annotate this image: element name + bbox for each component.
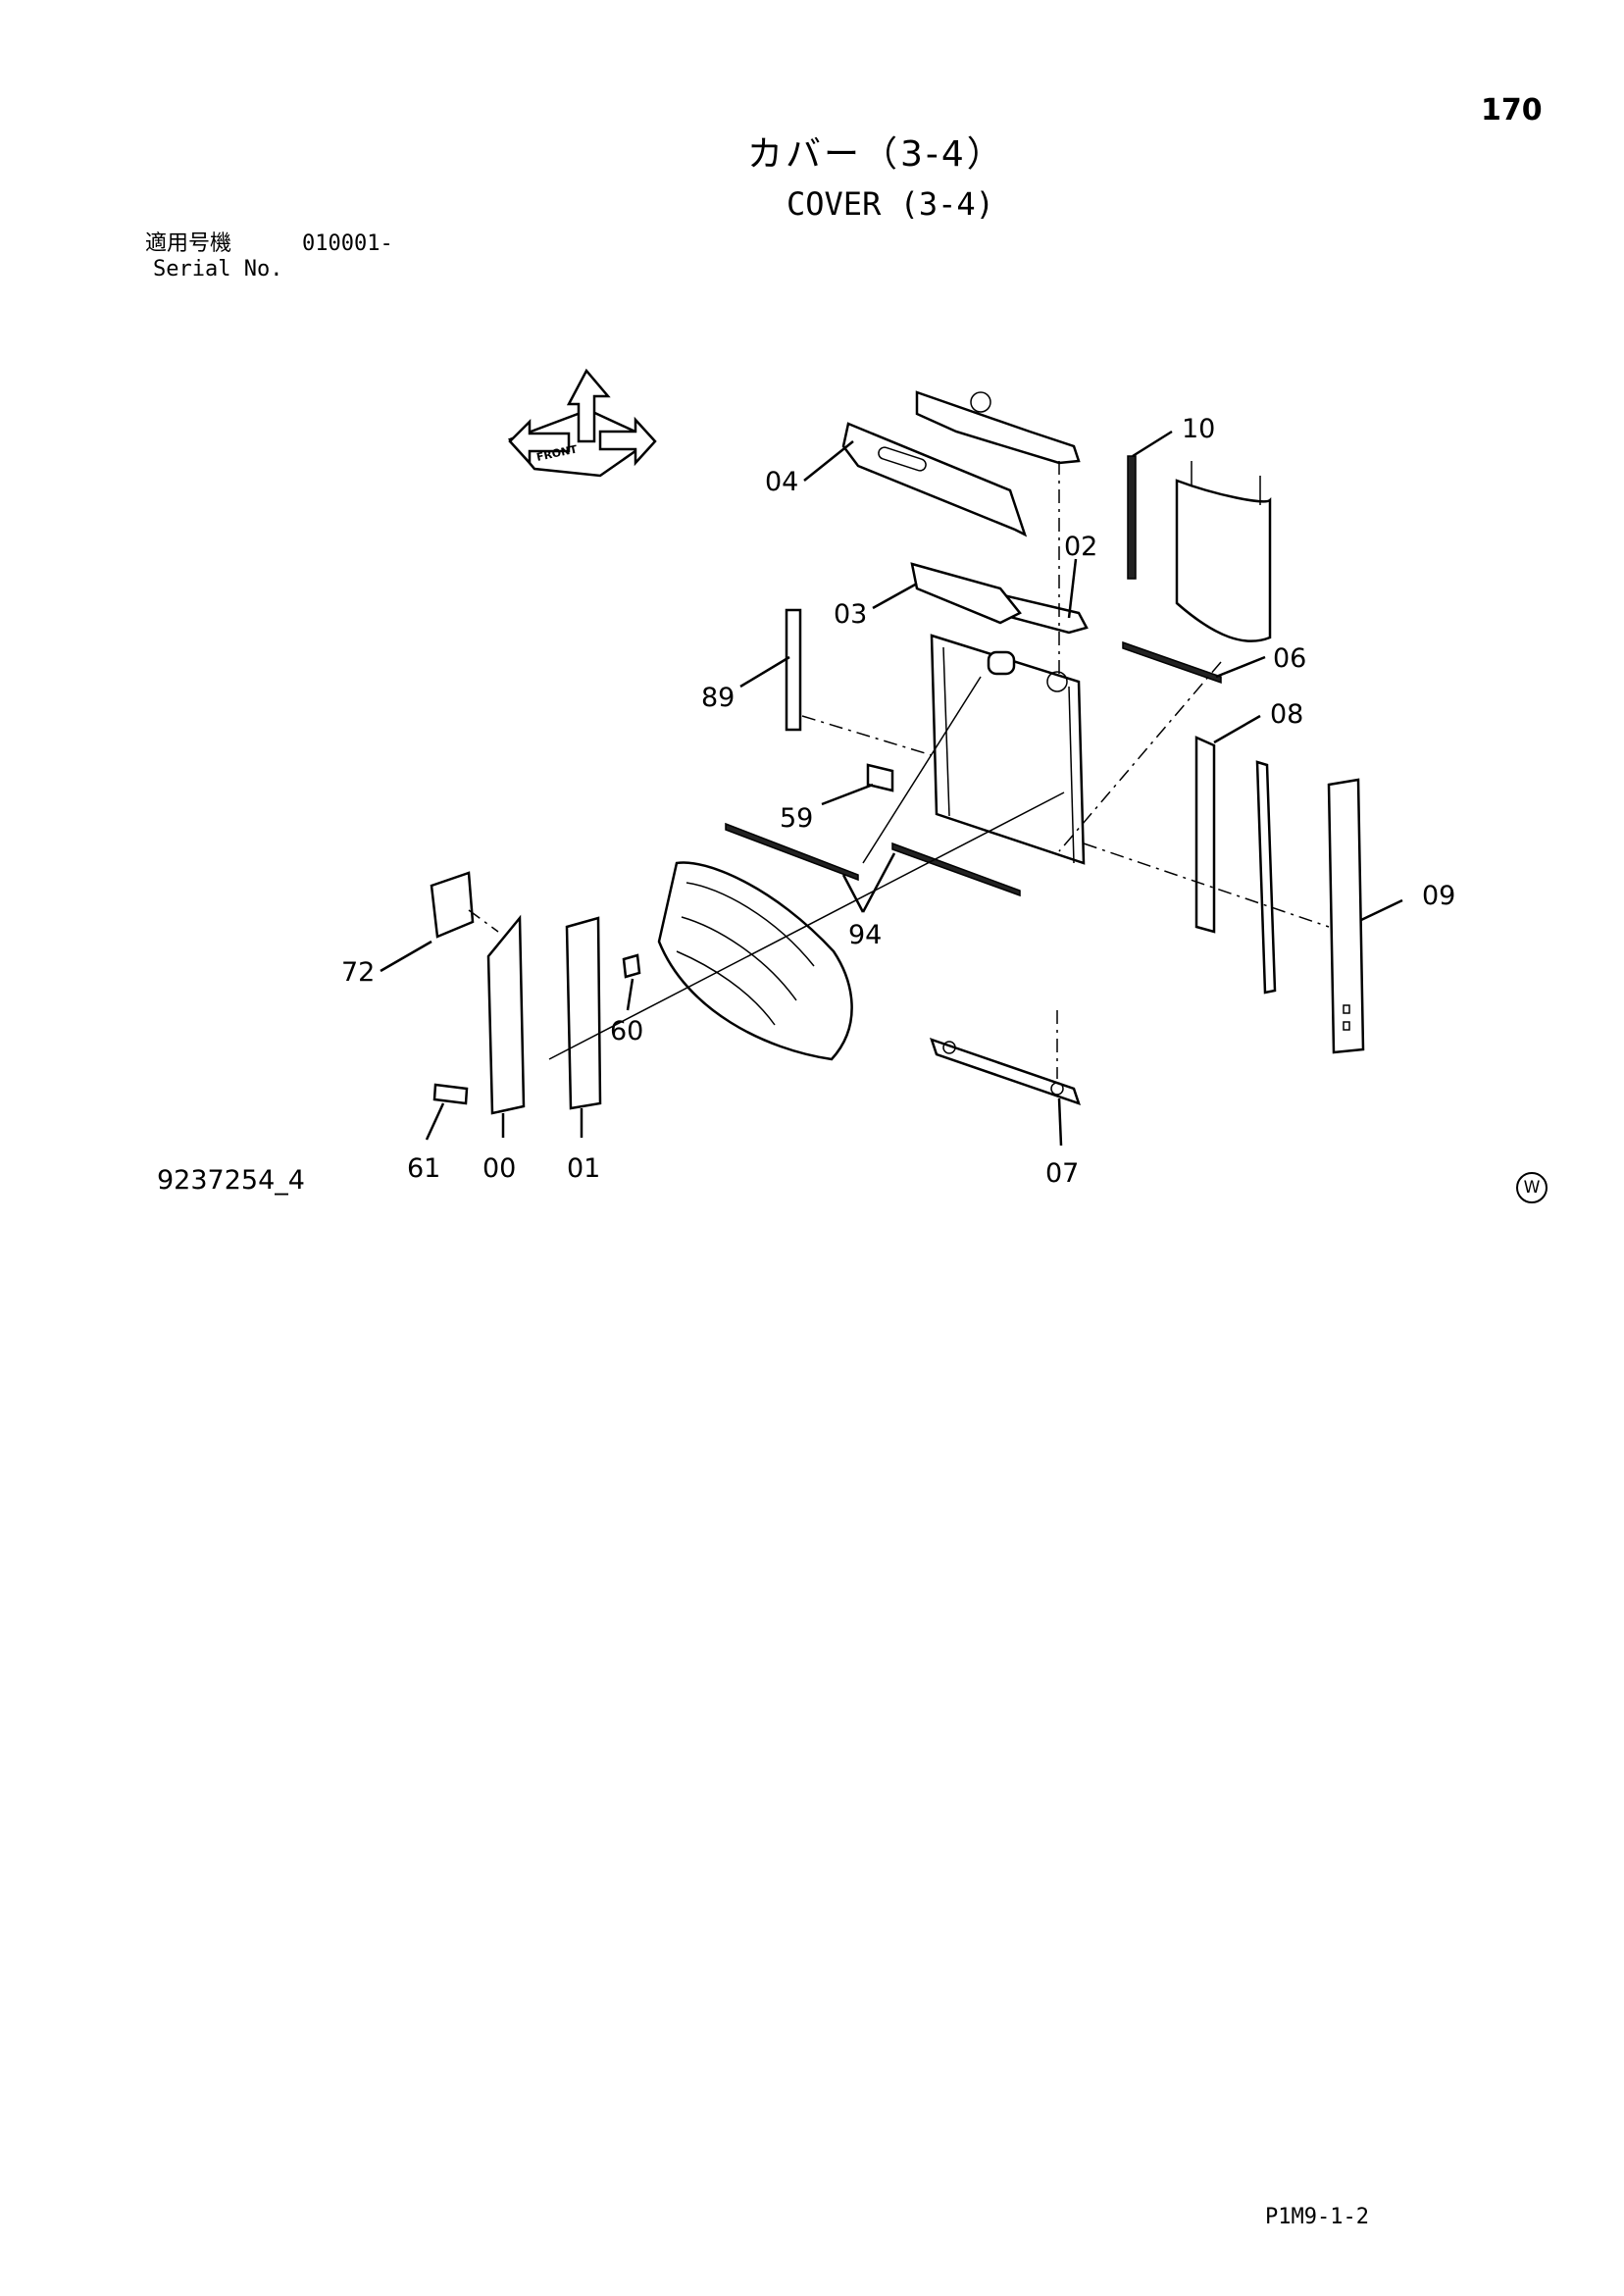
part-72-block [430,871,475,939]
callout-59: 59 [780,803,813,834]
callout-01: 01 [567,1153,600,1184]
serial-label-japanese: 適用号機 [145,231,232,256]
callout-07: 07 [1045,1158,1079,1189]
page-number: 170 [1481,93,1543,128]
catalog-code: P1M9-1-2 [1265,2205,1369,2229]
page-title-english: COVER (3-4) [787,185,994,223]
part-10-strip [1127,455,1137,580]
part-00-column [486,914,526,1115]
part-06-strip [1122,640,1222,685]
callout-02: 02 [1064,532,1097,562]
radiator-core [930,634,1086,865]
part-08-seal-strip [1194,736,1216,934]
part-60-pad [622,953,641,979]
callout-89: 89 [701,683,735,713]
part-07-bottom-bracket [930,1037,1081,1106]
callout-04: 04 [765,467,798,497]
callout-00: 00 [482,1153,516,1184]
part-59-pad [866,763,894,792]
part-01-bracket [565,916,602,1110]
side-bracket [1255,760,1277,995]
callout-06: 06 [1273,643,1306,674]
assembly-center-lines [468,461,1330,1079]
part-09-column [1327,778,1365,1054]
fan-shroud [657,861,853,1061]
callout-94: 94 [848,920,882,950]
serial-number-range: 010001- [302,231,393,256]
page-title-japanese: カバー（3-4） [747,134,1005,175]
side-shroud-panel [1175,461,1272,642]
callout-72: 72 [341,957,375,988]
region-mark-icon: W [1516,1172,1548,1203]
callout-09: 09 [1422,881,1455,911]
orientation-arrow-icon: FRONT [507,368,657,478]
callout-61: 61 [407,1153,440,1184]
part-03-seal [910,562,1022,625]
callout-10: 10 [1182,414,1215,444]
part-94-strips [725,822,1021,897]
serial-label-english: Serial No. [153,257,283,281]
part-89-column [785,608,802,732]
part-callouts: 10 04 02 03 06 89 08 59 09 94 72 60 61 0… [341,414,1455,1189]
part-04-upper-bracket [841,390,1081,537]
drawing-number: 9237254_4 [157,1165,305,1196]
callout-08: 08 [1270,699,1303,730]
part-61-pad [432,1083,469,1105]
callout-leader-lines [380,430,1403,1147]
callout-60: 60 [610,1016,643,1046]
callout-03: 03 [834,599,867,630]
